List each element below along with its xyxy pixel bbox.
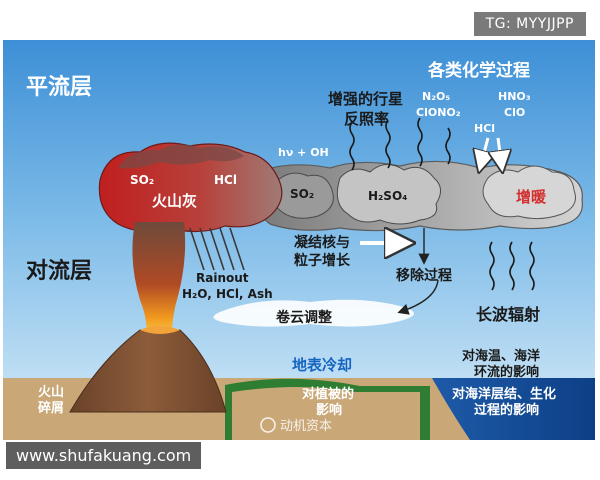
- so2-plume-label: SO₂: [130, 173, 154, 187]
- vegetation-label-line2: 影响: [316, 402, 342, 418]
- cloud-adjust-arrow: [397, 279, 439, 315]
- chemistry-title: 各类化学过程: [427, 60, 530, 81]
- tg-overlay-tag: TG: MYYJJPP: [473, 12, 586, 36]
- rainout-streaks: [189, 227, 245, 271]
- vegetation-ground: [232, 387, 420, 440]
- chem-clo: ClO: [504, 106, 525, 119]
- so2-cloud-puff: [271, 172, 334, 219]
- surface-cooling-label: 地表冷却: [292, 356, 352, 374]
- longwave-label: 长波辐射: [476, 305, 540, 324]
- watermark: 动机资本: [260, 417, 332, 434]
- h2so4-cloud-puff: [336, 164, 441, 225]
- h2so4-cloud-label: H₂SO₄: [368, 189, 407, 203]
- ocean-temp-line2: 环流的影响: [474, 364, 539, 380]
- so2-cloud-label: SO₂: [290, 187, 314, 201]
- stratosphere-label: 平流层: [26, 74, 92, 100]
- eruption-column: [132, 222, 186, 335]
- debris-label-line1: 火山: [38, 384, 64, 400]
- cirrus-cloud: [213, 299, 415, 327]
- rainout-label-line1: Rainout: [196, 271, 249, 285]
- albedo-label-line1: 增强的行星: [328, 90, 403, 108]
- albedo-label-line2: 反照率: [344, 110, 389, 128]
- plume-dark-cap: [118, 144, 244, 169]
- rainout-label-line2: H₂O, HCl, Ash: [182, 287, 273, 301]
- warming-label: 增暖: [516, 188, 547, 206]
- volcano-crater: [140, 326, 180, 334]
- ocean-temp-line1: 对海温、海洋: [462, 348, 540, 364]
- albedo-squiggles: [349, 117, 451, 171]
- chem-n2o5: N₂O₅: [422, 90, 450, 103]
- removal-label: 移除过程: [396, 267, 452, 284]
- chem-hno3: HNO₃: [498, 90, 531, 103]
- watermark-text: 动机资本: [280, 419, 332, 434]
- volcanic-ash-label: 火山灰: [152, 192, 197, 210]
- ocean-strat-line2: 过程的影响: [474, 402, 539, 418]
- chemistry-arrows: [480, 137, 502, 168]
- vegetation-label-line1: 对植被的: [302, 386, 354, 402]
- condensation-label-line1: 凝结核与: [294, 234, 350, 251]
- hcl-plume-label: HCl: [214, 173, 237, 187]
- hv-oh-label: hν + OH: [278, 146, 329, 159]
- longwave-squiggles: [489, 241, 535, 291]
- cloud-adjust-label: 卷云调整: [275, 309, 333, 326]
- troposphere-label: 对流层: [26, 258, 92, 284]
- ocean-area: [432, 378, 595, 440]
- ocean-strat-line1: 对海洋层结、生化: [452, 386, 556, 402]
- debris-label-line2: 碎屑: [38, 400, 64, 416]
- warming-cloud-puff: [482, 165, 576, 220]
- chem-clono2: ClONO₂: [416, 106, 461, 119]
- condensation-label-line2: 粒子增长: [294, 252, 351, 269]
- website-url-overlay: www.shufakuang.com: [6, 442, 202, 469]
- chem-hcl: HCl: [474, 122, 495, 135]
- weibo-icon: [260, 417, 276, 433]
